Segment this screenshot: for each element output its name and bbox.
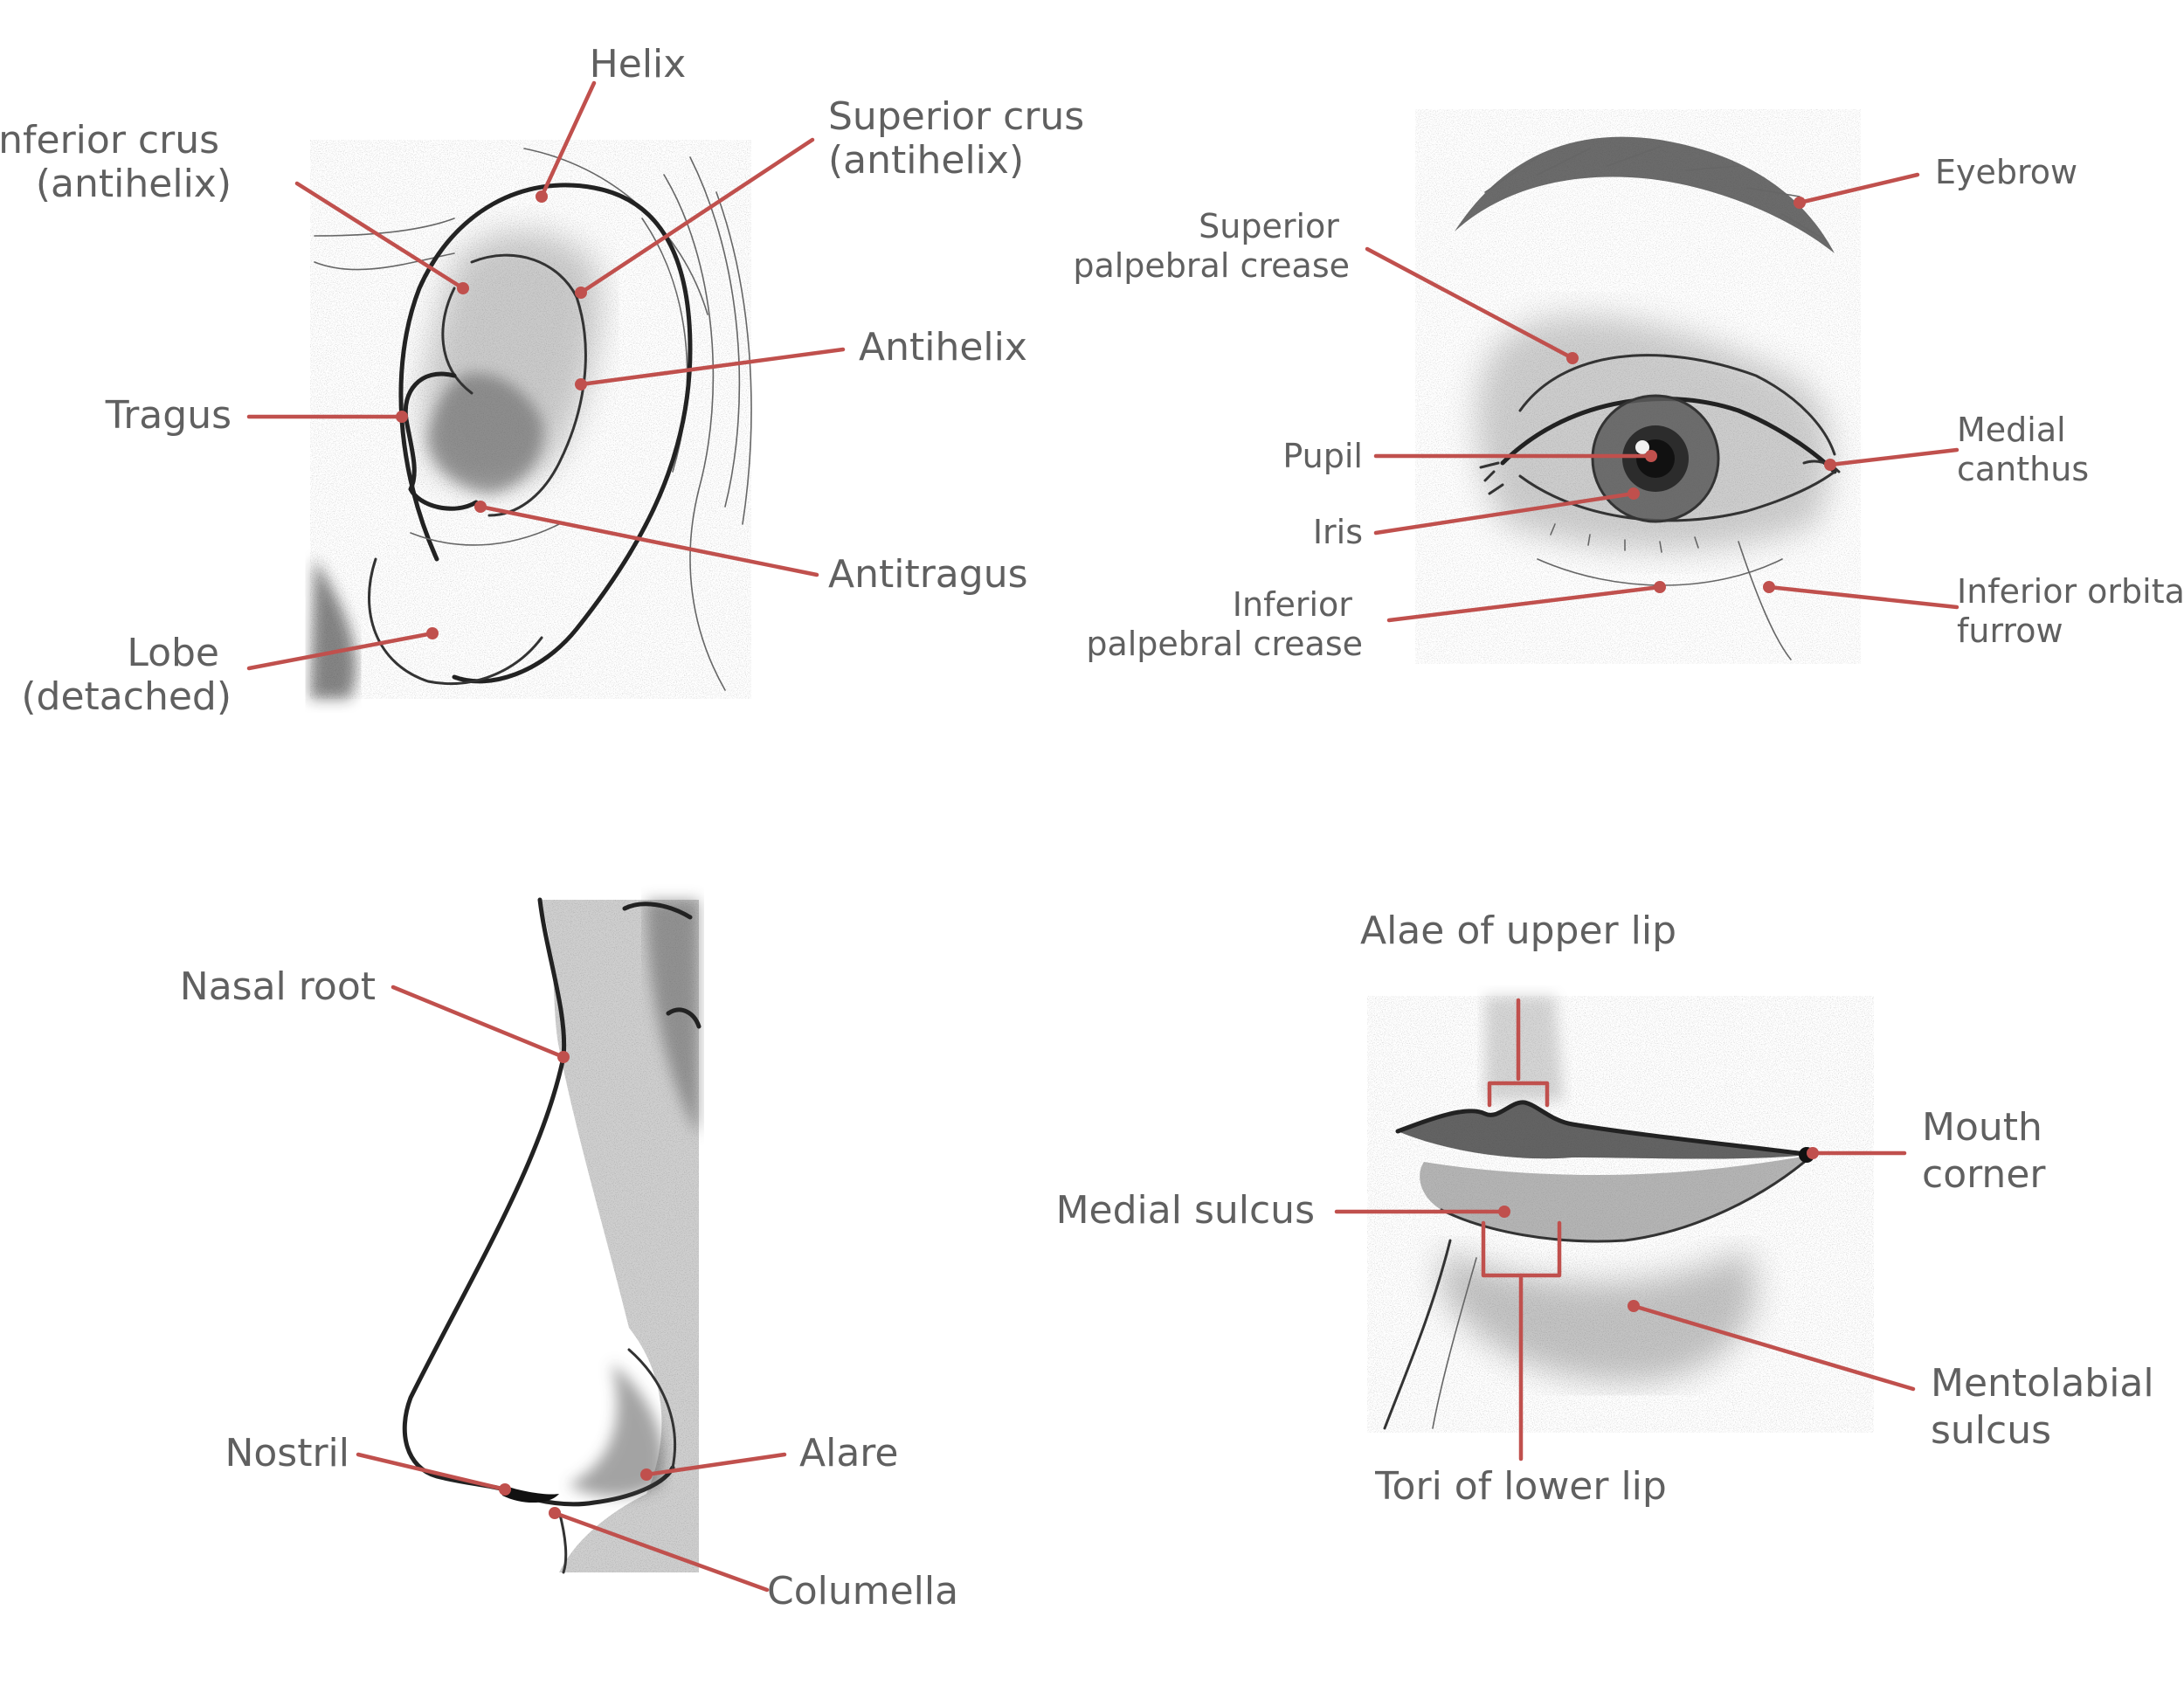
label-nasal-root: Nasal root	[180, 964, 376, 1009]
label-tori-lower-lip: Tori of lower lip	[1374, 1464, 1667, 1509]
nose-panel: Nasal root Nostril Alare Columella	[180, 897, 958, 1613]
mouth-panel: Alae of upper lip Mouth corner Medial su…	[1056, 909, 2167, 1509]
eye-panel: Eyebrow Superior palpebral crease Pupil …	[1073, 109, 2184, 664]
ear-panel: Helix Inferior crus (antihelix) Superior…	[0, 42, 1096, 719]
nose-labels: Nasal root Nostril Alare Columella	[180, 964, 958, 1613]
label-superior-palpebral-crease: Superior palpebral crease	[1073, 207, 1350, 285]
label-inferior-orbital-furrow: Inferior orbital furrow	[1957, 572, 2184, 650]
mouth-labels: Alae of upper lip Mouth corner Medial su…	[1056, 909, 2167, 1509]
ear-labels: Helix Inferior crus (antihelix) Superior…	[0, 42, 1096, 719]
eye-labels: Eyebrow Superior palpebral crease Pupil …	[1073, 153, 2184, 663]
label-medial-sulcus: Medial sulcus	[1056, 1188, 1315, 1233]
label-medial-canthus: Medial canthus	[1957, 411, 2089, 488]
eye-leaders	[1365, 172, 1959, 623]
mouth-sketch	[1367, 996, 1874, 1433]
label-helix: Helix	[590, 42, 687, 86]
label-tragus: Tragus	[105, 393, 232, 438]
nose-sketch	[402, 897, 702, 1574]
label-inferior-palpebral-crease: Inferior palpebral crease	[1086, 585, 1363, 663]
label-superior-crus: Superior crus (antihelix)	[828, 94, 1096, 183]
label-pupil: Pupil	[1282, 437, 1363, 475]
label-mentolabial-sulcus: Mentolabial sulcus	[1931, 1361, 2167, 1453]
label-antihelix: Antihelix	[859, 325, 1027, 370]
label-alare: Alare	[799, 1431, 898, 1475]
label-nostril: Nostril	[225, 1431, 349, 1475]
ear-sketch	[310, 140, 752, 699]
ear-leaders	[246, 80, 846, 671]
mouth-leaders	[1334, 998, 1916, 1461]
label-iris: Iris	[1313, 513, 1363, 551]
label-inferior-crus: Inferior crus (antihelix)	[0, 118, 232, 206]
label-mouth-corner: Mouth corner	[1922, 1105, 2055, 1197]
label-lobe: Lobe (detached)	[21, 631, 232, 719]
label-eyebrow: Eyebrow	[1935, 153, 2077, 191]
eye-sketch	[1415, 109, 1861, 664]
label-antitragus: Antitragus	[828, 552, 1028, 597]
label-alae-upper-lip: Alae of upper lip	[1360, 909, 1676, 953]
nose-leaders	[356, 985, 787, 1593]
label-columella: Columella	[767, 1569, 958, 1613]
